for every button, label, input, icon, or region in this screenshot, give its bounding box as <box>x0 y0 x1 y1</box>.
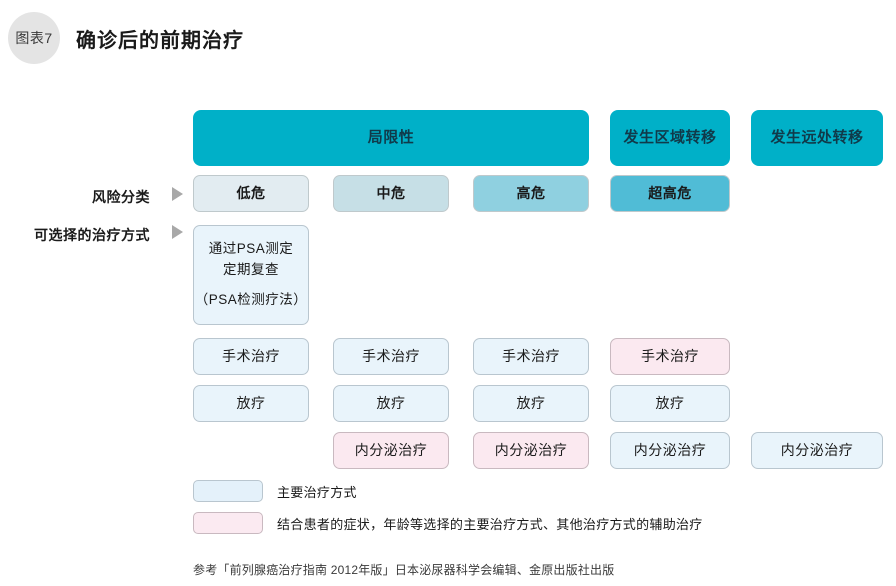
psa-line-2: 定期复查 <box>223 262 279 278</box>
stage-header-distant-metastasis[interactable]: 发生远处转移 <box>751 110 883 166</box>
triangle-marker-risk-icon <box>172 187 183 201</box>
treatment-surgery-very-high[interactable]: 手术治疗 <box>610 338 730 375</box>
stage-header-localized[interactable]: 局限性 <box>193 110 589 166</box>
treatment-hormone-very-high[interactable]: 内分泌治疗 <box>610 432 730 469</box>
treatment-radiation-very-high[interactable]: 放疗 <box>610 385 730 422</box>
legend-item-adjunct: 结合患者的症状，年龄等选择的主要治疗方式、其他治疗方式的辅助治疗 <box>193 512 703 534</box>
row-label-treatment-options: 可选择的治疗方式 <box>34 227 150 243</box>
risk-level-very-high[interactable]: 超高危 <box>610 175 730 212</box>
treatment-surgery-medium[interactable]: 手术治疗 <box>333 338 449 375</box>
risk-level-high[interactable]: 高危 <box>473 175 589 212</box>
treatment-surgery-low[interactable]: 手术治疗 <box>193 338 309 375</box>
treatment-surgery-high[interactable]: 手术治疗 <box>473 338 589 375</box>
treatment-hormone-distant[interactable]: 内分泌治疗 <box>751 432 883 469</box>
risk-level-medium[interactable]: 中危 <box>333 175 449 212</box>
risk-level-low[interactable]: 低危 <box>193 175 309 212</box>
treatment-radiation-high[interactable]: 放疗 <box>473 385 589 422</box>
treatment-radiation-low[interactable]: 放疗 <box>193 385 309 422</box>
figure-header: 图表7 确诊后的前期治疗 <box>0 12 244 64</box>
triangle-marker-treatment-icon <box>172 225 183 239</box>
treatment-psa-monitoring[interactable]: 通过PSA测定 定期复查 （PSA检测疗法） <box>193 225 309 325</box>
psa-line-3: （PSA检测疗法） <box>194 291 308 307</box>
treatment-radiation-medium[interactable]: 放疗 <box>333 385 449 422</box>
legend-label-adjunct: 结合患者的症状，年龄等选择的主要治疗方式、其他治疗方式的辅助治疗 <box>277 516 703 532</box>
legend-swatch-primary <box>193 480 263 502</box>
source-footnote: 参考「前列腺癌治疗指南 2012年版」日本泌尿器科学会编辑、金原出版社出版 <box>193 563 615 577</box>
stage-header-regional-metastasis[interactable]: 发生区域转移 <box>610 110 730 166</box>
legend-label-primary: 主要治疗方式 <box>277 484 357 500</box>
treatment-hormone-high[interactable]: 内分泌治疗 <box>473 432 589 469</box>
row-label-risk-classification: 风险分类 <box>92 189 150 205</box>
page-title: 确诊后的前期治疗 <box>76 29 244 52</box>
figure-number-badge: 图表7 <box>8 12 60 64</box>
psa-line-1: 通过PSA测定 <box>208 241 294 257</box>
treatment-hormone-medium[interactable]: 内分泌治疗 <box>333 432 449 469</box>
legend-swatch-adjunct <box>193 512 263 534</box>
legend-item-primary: 主要治疗方式 <box>193 480 357 502</box>
